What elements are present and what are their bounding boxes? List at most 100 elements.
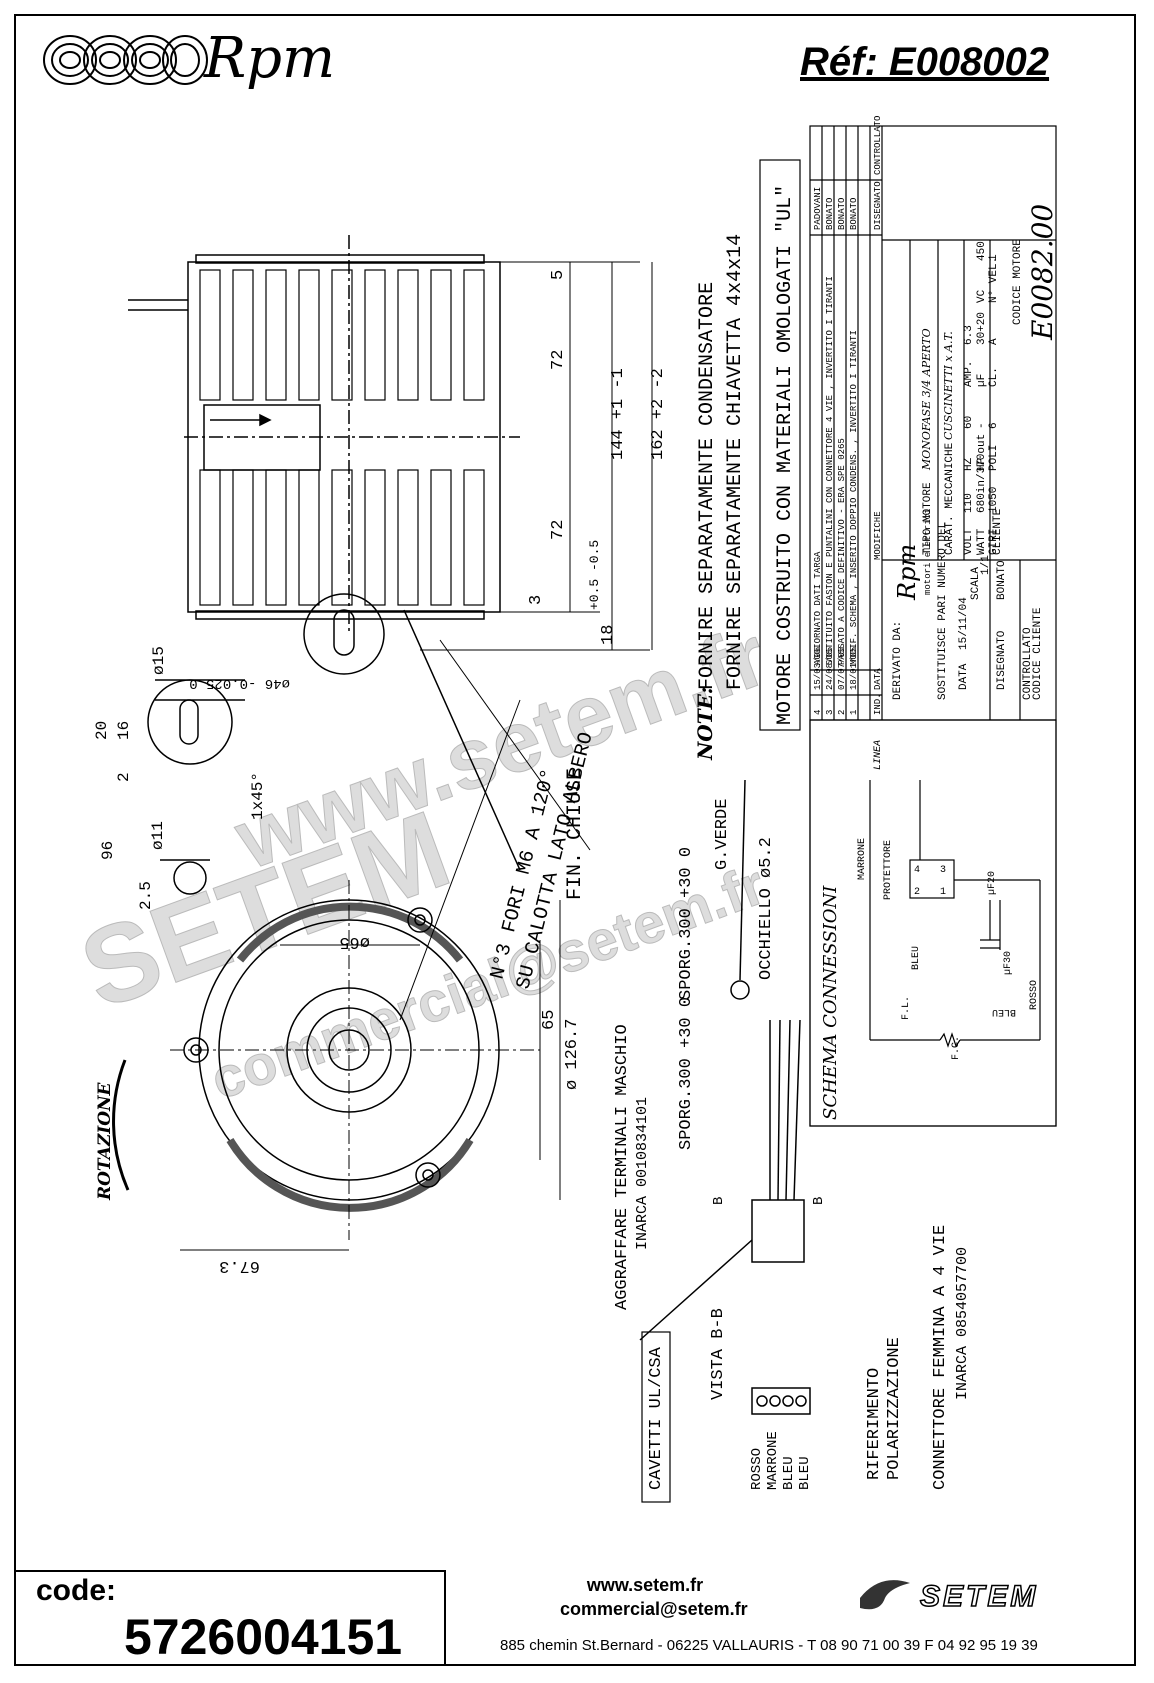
spec-cell: - [976, 422, 988, 429]
fin-slot [397, 469, 419, 606]
fin-slot [265, 469, 287, 606]
terminals-label: AGGRAFFARE TERMINALI MASCHIO [613, 1024, 632, 1310]
disegnato-value: BONATO [996, 560, 1008, 600]
rpm-logo-icon [43, 35, 208, 85]
dim-144: 144 +1 -1 [609, 368, 628, 460]
detail-2: 2 [115, 772, 133, 782]
spec-cell: HP [976, 457, 988, 471]
terminal-4: 4 [914, 865, 920, 876]
front-673: 67.3 [219, 1256, 260, 1275]
wire-length: SPORG.300 +30 0 [677, 997, 696, 1150]
wire-rosso: ROSSO [749, 1448, 765, 1490]
rev-date: 07/07/05 [837, 647, 847, 690]
dim-72-top: 72 [549, 350, 568, 370]
wire-marrone: MARRONE [765, 1431, 781, 1490]
rev-by: PADOVANI [813, 187, 823, 230]
fin-slot [331, 269, 353, 401]
note-1: FORNIRE SEPARATAMENTE CONDENSATORE [696, 282, 719, 690]
codice-motore: E0082.00 [1026, 204, 1059, 341]
fin-slot [364, 469, 386, 606]
fin-slot [364, 269, 386, 401]
motor-side-view [128, 235, 520, 635]
fin-slot [298, 269, 320, 401]
dim-72-bottom: 72 [549, 520, 568, 540]
spec-cell: µF [976, 374, 988, 387]
rev-header: MODIFICHE [873, 511, 883, 560]
spec-cell: A [988, 338, 1000, 345]
fin-slot [430, 269, 452, 401]
front-d126: ø 126.7 [563, 1019, 582, 1090]
setem-logo: SETEM [919, 1579, 1039, 1614]
spec-cell: 30+20 [976, 312, 988, 345]
key-d11: ø11 [149, 821, 167, 850]
detail-16: 16 [115, 721, 133, 740]
fin-slot [232, 269, 254, 401]
cables-box [641, 1331, 671, 1503]
fin-slot [397, 269, 419, 401]
spec-cell: POLI [988, 445, 1000, 471]
schema-title: SCHEMA CONNESSIONI [820, 885, 841, 1120]
bleu-label: BLEU [911, 946, 922, 970]
terminal-1: 1 [940, 887, 946, 898]
fin-slot [463, 469, 485, 606]
key-25: 2.5 [137, 881, 155, 910]
scala-label: SCALA [970, 567, 982, 600]
derivato-label: DERIVATO DA: [892, 621, 904, 700]
terminal-3: 3 [940, 865, 946, 876]
view-bb: VISTA B-B [709, 1308, 728, 1400]
fin-slot [298, 469, 320, 606]
front-d65: ø65 [339, 932, 370, 951]
rotation-label: ROTAZIONE [95, 1081, 115, 1201]
spec-cell: 60 [963, 416, 975, 429]
spec-cell: 110 [963, 493, 975, 513]
fin-slot [331, 469, 353, 606]
fin-note: FIN. CHIUSE [564, 768, 587, 900]
spec-cell: N° VEL. [988, 257, 1000, 303]
fin-slot [430, 469, 452, 606]
wire-bleu-1: BLEU [781, 1456, 797, 1490]
dim-5: 5 [549, 270, 568, 280]
spec-cell: 6 [988, 422, 1000, 429]
sostituisce-label: SOSTITUISCE PARI NUMERO DEL [937, 522, 949, 700]
contact-block: www.setem.fr commercial@setem.fr [560, 1573, 748, 1621]
dim-3: 3 [527, 595, 546, 605]
polarization-label-2: POLARIZZAZIONE [885, 1337, 904, 1480]
setem-swirl-icon [860, 1580, 910, 1610]
company-name: Rpm [893, 544, 921, 601]
fin-slot [232, 469, 254, 606]
eyelet-label: OCCHIELLO ø5.2 [757, 837, 776, 980]
company-sub: motori elettrici [923, 509, 933, 595]
wire-bleu-2: BLEU [797, 1456, 813, 1490]
note-2: FORNIRE SEPARATAMENTE CHIAVETTA 4x4x14 [724, 234, 747, 690]
spec-cell: 1 [988, 254, 1000, 261]
website-link[interactable]: www.setem.fr [586, 1575, 704, 1595]
email-link[interactable]: commercial@setem.fr [560, 1599, 748, 1619]
rev-by: BONATO [849, 198, 859, 230]
spec-cell: CL. [988, 367, 1000, 387]
section-b1: B [711, 1197, 727, 1205]
rev-text: MODIF. SCHEMA , INSERITO DOPPIO CONDENS.… [849, 330, 859, 665]
green-wire-length: SPORG.300 +30 0 [677, 847, 696, 1000]
fin-slot [199, 269, 221, 401]
brand-name: Rpm [204, 26, 336, 91]
spec-cell: VOLT [963, 528, 975, 555]
bleu-label-2: BLEU [992, 1006, 1016, 1017]
spec-cell: VC [976, 289, 988, 303]
fl-label: F.L. [901, 996, 912, 1020]
spec-cell: 6.3 [963, 325, 975, 345]
codice-motore-label: CODICE MOTORE [1012, 239, 1024, 325]
spec-cell: 450 [976, 241, 988, 261]
rev-text: AGGIORNATO DATI TARGA [813, 551, 823, 665]
rosso-label: ROSSO [1029, 980, 1040, 1010]
rev-index: 1 [849, 710, 859, 715]
spec-cell: 680in/370out [976, 434, 988, 513]
dim-tol: +0.5 -0.5 [587, 540, 602, 610]
rotation-arrow-icon [112, 1059, 130, 1191]
rev-header: IND. [873, 693, 883, 715]
controllato-label: CONTROLLATO [1022, 627, 1034, 700]
polarization-label: RIFERIMENTO [865, 1368, 884, 1480]
cap-30-label: µF30 [1003, 951, 1014, 975]
green-wire-color: G.VERDE [713, 799, 732, 870]
carat-label: CARAT. MECCANICHE [944, 442, 956, 555]
codice-cliente-label: CODICE CLIENTE [1032, 607, 1044, 700]
